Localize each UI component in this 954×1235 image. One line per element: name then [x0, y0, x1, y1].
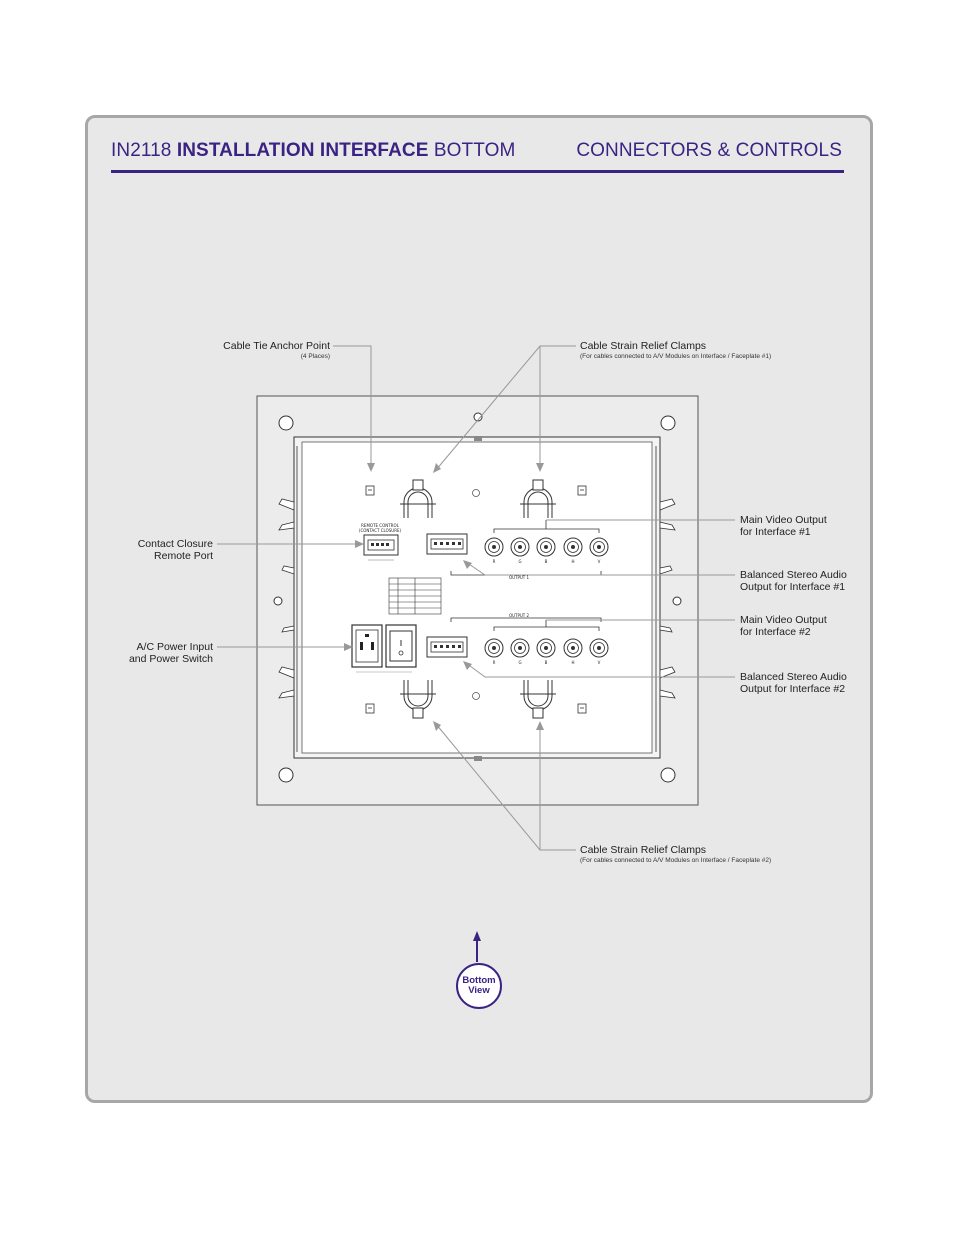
audio-output-1-terminal	[426, 533, 468, 555]
remote-control-port: REMOTE CONTROL (CONTACT CLOSURE)	[359, 523, 402, 561]
bottom-view-badge: Bottom View	[456, 963, 502, 1009]
mounting-holes	[273, 412, 682, 783]
callout-ac-power-line2: and Power Switch	[128, 653, 213, 665]
cable-tie-anchors	[365, 485, 587, 714]
bnc-connector-pin	[597, 545, 601, 549]
bottom-view-arrow	[473, 931, 481, 962]
bnc-connector-pin	[518, 646, 522, 650]
bnc-connector-pin	[492, 646, 496, 650]
audio-output-2-terminal	[426, 636, 468, 658]
bnc-label: G	[518, 559, 521, 564]
leader-arrowheads	[344, 463, 544, 731]
callout-ac-power: A/C Power Input and Power Switch	[100, 641, 213, 665]
side-latches	[278, 498, 676, 699]
callout-strain-relief-bottom-sub: (For cables connected to A/V Modules on …	[580, 857, 772, 864]
bnc-connector-pin	[492, 545, 496, 549]
bnc-label: R	[493, 559, 496, 564]
bnc-connector-pin	[544, 545, 548, 549]
callout-cable-tie-anchor-sub: (4 Places)	[300, 353, 330, 360]
callout-video-output-2-line1: Main Video Output	[740, 614, 827, 626]
remote-control-label: REMOTE CONTROL	[361, 523, 399, 528]
callout-video-output-1-line1: Main Video Output	[740, 514, 827, 526]
spec-label	[388, 577, 442, 615]
callout-audio-output-2-line2: Output for Interface #2	[740, 683, 846, 695]
bnc-label: B	[545, 559, 548, 564]
bottom-view-line2: View	[468, 985, 490, 996]
callout-audio-output-2-line1: Balanced Stereo Audio	[740, 671, 847, 683]
bnc-label: H	[571, 660, 574, 665]
section-title: CONNECTORS & CONTROLS	[576, 140, 842, 161]
bnc-label: H	[571, 559, 574, 564]
callout-strain-relief-top: Cable Strain Relief Clamps (For cables c…	[580, 340, 771, 361]
bnc-label: G	[518, 660, 521, 665]
output-1-label: OUTPUT 1	[509, 575, 530, 580]
output-2-label: OUTPUT 2	[509, 613, 530, 618]
bnc-label: B	[545, 660, 548, 665]
bnc-label: V	[598, 660, 601, 665]
header-rule	[111, 170, 844, 173]
bottom-view-line1: Bottom	[462, 975, 496, 986]
callout-strain-relief-bottom: Cable Strain Relief Clamps (For cables c…	[580, 844, 771, 865]
bnc-connector-pin	[518, 545, 522, 549]
page-title: IN2118 INSTALLATION INTERFACE BOTTOM	[111, 140, 516, 161]
callout-video-output-2-line2: for Interface #2	[740, 626, 811, 638]
callout-video-output-2: Main Video Output for Interface #2	[740, 614, 827, 638]
callout-video-output-1: Main Video Output for Interface #1	[740, 514, 827, 538]
leader-lines	[217, 345, 735, 851]
callout-audio-output-1-line2: Output for Interface #1	[740, 581, 846, 593]
strain-relief-clamps	[400, 479, 556, 719]
callout-strain-relief-top-sub: (For cables connected to A/V Modules on …	[580, 353, 772, 360]
callout-audio-output-2: Balanced Stereo Audio Output for Interfa…	[740, 671, 847, 695]
bnc-connector-pin	[571, 545, 575, 549]
bnc-connector-pin	[571, 646, 575, 650]
callout-ac-power-line1: A/C Power Input	[136, 641, 213, 653]
callout-strain-relief-top-label: Cable Strain Relief Clamps	[580, 340, 707, 352]
callout-contact-closure-line2: Remote Port	[154, 550, 213, 562]
bnc-label: R	[493, 660, 496, 665]
callout-contact-closure: Contact Closure Remote Port	[100, 538, 213, 562]
bnc-connector-pin	[597, 646, 601, 650]
callout-cable-tie-anchor-label: Cable Tie Anchor Point	[223, 340, 330, 352]
callout-audio-output-1-line1: Balanced Stereo Audio	[740, 569, 847, 581]
callout-video-output-1-line2: for Interface #1	[740, 526, 811, 538]
bnc-connector-pin	[544, 646, 548, 650]
contact-closure-label: (CONTACT CLOSURE)	[359, 528, 402, 533]
bnc-label: V	[598, 559, 601, 564]
callout-contact-closure-line1: Contact Closure	[137, 538, 213, 550]
ac-power-inlet	[351, 624, 417, 673]
callout-audio-output-1: Balanced Stereo Audio Output for Interfa…	[740, 569, 847, 593]
page-title-bold: INSTALLATION INTERFACE	[176, 140, 429, 161]
callout-cable-tie-anchor: Cable Tie Anchor Point (4 Places)	[200, 340, 330, 361]
callout-strain-relief-bottom-label: Cable Strain Relief Clamps	[580, 844, 707, 856]
